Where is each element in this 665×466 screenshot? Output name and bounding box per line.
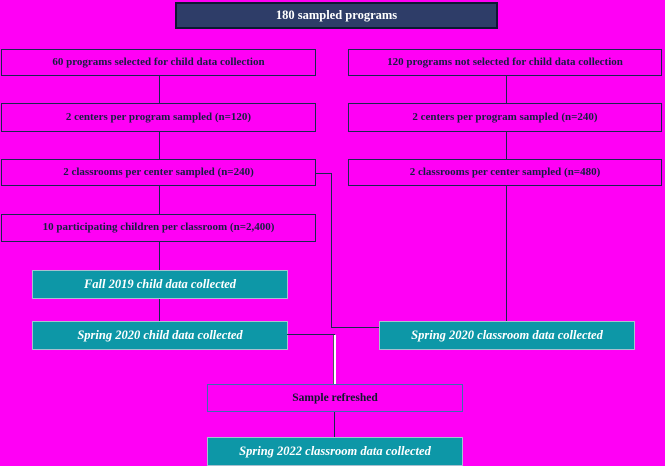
outcome-spring-2020-classroom-data: Spring 2020 classroom data collected [379,321,635,350]
left-step-centers-sampled: 2 centers per program sampled (n=120) [1,103,316,132]
right-step-centers-sampled: 2 centers per program sampled (n=240) [348,103,662,132]
connector-right-2 [506,132,507,159]
connector-merge-vertical-white [333,335,336,384]
right-step-classrooms-sampled: 2 classrooms per center sampled (n=480) [348,159,662,186]
connector-refresh-to-final [334,412,335,437]
connector-left-3 [159,186,160,214]
left-step-classrooms-sampled: 2 classrooms per center sampled (n=240) [1,159,316,186]
connector-left-1 [159,76,160,103]
connector-cross-vertical [331,173,332,328]
left-step-children-participating: 10 participating children per classroom … [1,214,316,242]
connector-cross-stub-h2 [331,327,379,328]
connector-left-2 [159,132,160,159]
outcome-fall-2019-child-data: Fall 2019 child data collected [32,270,288,299]
connector-right-1 [506,76,507,103]
outcome-spring-2020-child-data: Spring 2020 child data collected [32,321,288,350]
connector-left-5 [159,299,160,321]
right-step-programs-not-selected: 120 programs not selected for child data… [348,49,662,76]
outcome-spring-2022-classroom-data: Spring 2022 classroom data collected [207,437,463,466]
sample-refreshed-box: Sample refreshed [207,384,463,412]
connector-right-3 [506,186,507,321]
connector-child-to-merge-h [287,334,335,335]
connector-cross-stub-h1 [316,173,331,174]
left-step-programs-selected: 60 programs selected for child data coll… [1,49,316,76]
root-box-sampled-programs: 180 sampled programs [175,2,498,29]
connector-left-4 [159,242,160,270]
